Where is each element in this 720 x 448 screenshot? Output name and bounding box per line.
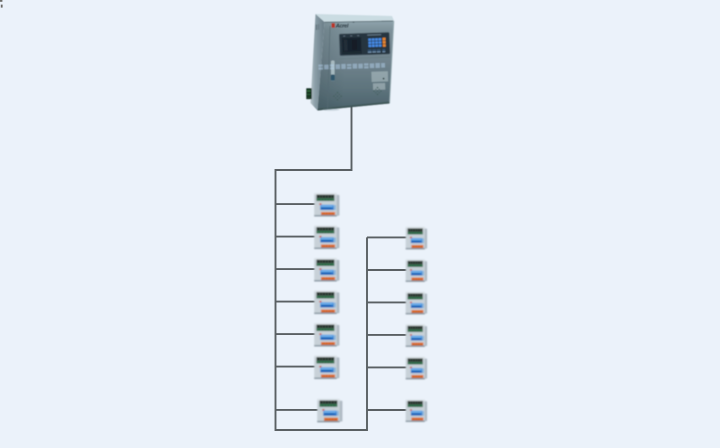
svg-text:Acrel: Acrel — [335, 24, 349, 30]
